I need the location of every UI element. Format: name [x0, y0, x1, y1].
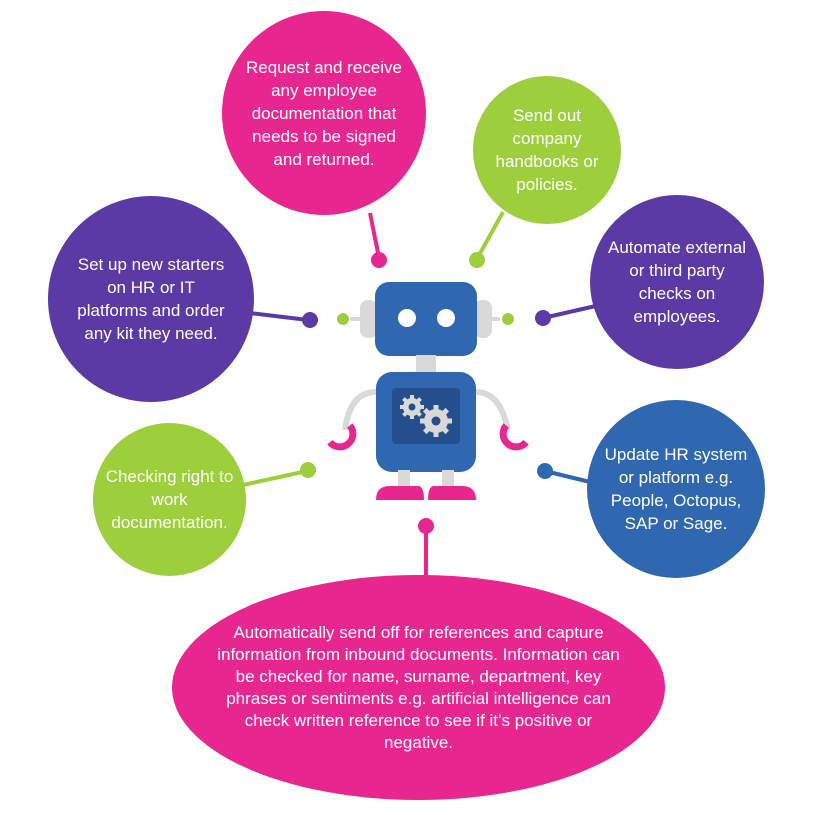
dot-checking — [300, 462, 316, 478]
connectors — [242, 211, 601, 578]
dot-send — [469, 252, 485, 268]
bubble-setup-text: Set up new starters on HR or IT platform… — [77, 255, 225, 343]
bubble-request-documentation: Request and receive any employee documen… — [222, 11, 426, 215]
connector-automate — [542, 303, 601, 320]
robot-head — [375, 282, 477, 356]
connector-checking — [242, 469, 308, 487]
robot-icon — [327, 282, 529, 500]
robot-hand-left — [327, 423, 357, 451]
bubble-update-text: Update HR system or platform e.g. People… — [604, 445, 748, 533]
bubble-references-text: Automatically send off for references an… — [217, 622, 620, 752]
bubble-checking-text: Checking right to work documentation. — [105, 467, 234, 532]
robot-eye-left — [398, 309, 416, 327]
connector-setup — [249, 311, 309, 322]
dot-request — [371, 252, 387, 268]
bubble-setup-starters: Set up new starters on HR or IT platform… — [48, 196, 254, 402]
bubble-automate-checks: Automate external or third party checks … — [590, 195, 764, 369]
dot-setup — [302, 312, 318, 328]
bubble-send-text: Send out company handbooks or policies. — [495, 106, 599, 194]
bubble-request-text: Request and receive any employee documen… — [246, 57, 402, 169]
bubble-update-hr-system: Update HR system or platform e.g. People… — [587, 400, 765, 578]
bubble-right-to-work: Checking right to work documentation. — [93, 423, 246, 576]
bubble-references: Automatically send off for references an… — [172, 575, 665, 800]
connector-dots — [300, 252, 553, 534]
connector-send — [476, 211, 505, 258]
gears-icon — [400, 395, 452, 437]
bubble-automate-text: Automate external or third party checks … — [608, 238, 746, 326]
robot-foot-left — [376, 486, 424, 500]
connector-request — [368, 212, 381, 259]
dot-references — [418, 518, 434, 534]
dot-update — [537, 463, 553, 479]
robot-eye-right — [437, 309, 455, 327]
dot-automate — [535, 310, 551, 326]
bubble-send-handbooks: Send out company handbooks or policies. — [473, 76, 621, 224]
robot-hand-right — [499, 423, 529, 451]
robot-foot-right — [428, 486, 476, 500]
